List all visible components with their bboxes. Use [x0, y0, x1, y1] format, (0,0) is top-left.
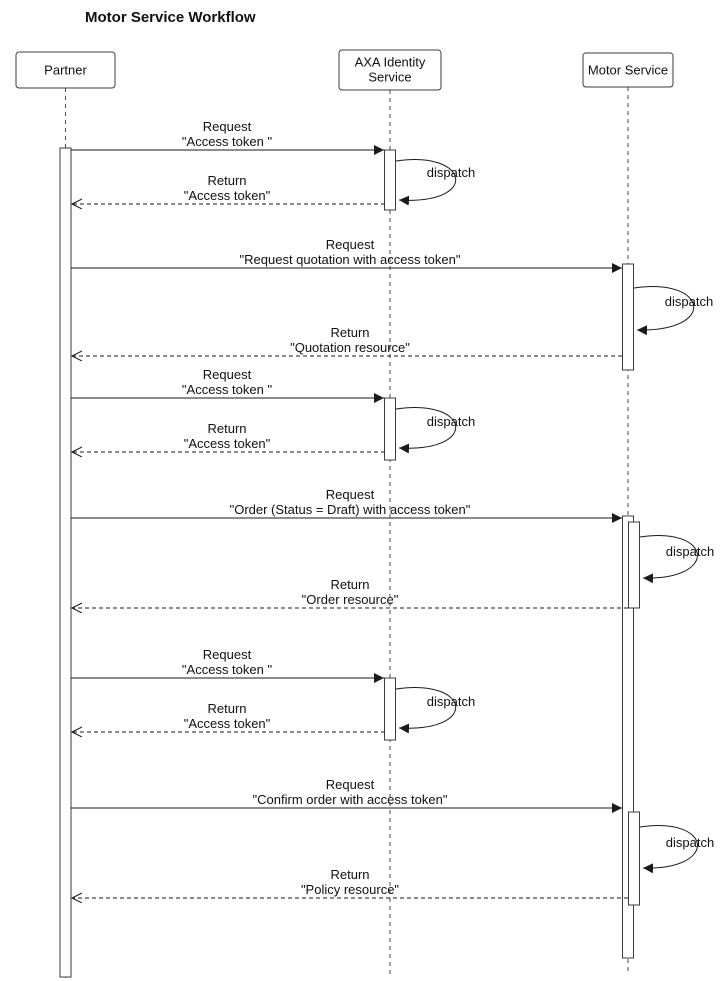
partner-activation: [59, 147, 72, 978]
message-return-policy: Return "Policy resource": [72, 867, 628, 898]
message-label-line1: Return: [330, 867, 369, 882]
self-call-dispatch-3: dispatch: [395, 407, 475, 454]
diagram-title: Motor Service Workflow: [85, 9, 256, 26]
message-request-confirm: Request "Confirm order with access token…: [71, 777, 622, 813]
message-label-line2: "Policy resource": [301, 882, 399, 897]
participant-label-line2: Service: [368, 70, 411, 85]
message-label-line2: "Access token ": [182, 382, 273, 397]
participant-label: Motor Service: [588, 63, 668, 78]
self-call-label: dispatch: [427, 414, 475, 429]
message-return-quotation: Return "Quotation resource": [72, 325, 622, 356]
motor-activation-2-nested: [628, 521, 640, 609]
message-label-line2: "Confirm order with access token": [253, 792, 448, 807]
self-call-dispatch-2: dispatch: [633, 286, 713, 336]
message-request-order: Request "Order (Status = Draft) with acc…: [71, 487, 622, 523]
self-call-label: dispatch: [666, 544, 714, 559]
self-call-label: dispatch: [427, 165, 475, 180]
message-label-line2: "Quotation resource": [290, 340, 410, 355]
message-request-quotation: Request "Request quotation with access t…: [71, 237, 622, 273]
message-request-token-2: Request "Access token ": [71, 367, 384, 403]
message-return-token-1: Return "Access token": [72, 173, 385, 204]
motor-activation-2: [622, 515, 634, 959]
message-label-line2: "Order resource": [302, 592, 399, 607]
self-call-arrow: [639, 825, 698, 874]
message-label-line1: Request: [326, 777, 375, 792]
self-call-label: dispatch: [427, 694, 475, 709]
message-request-token-3: Request "Access token ": [71, 647, 384, 683]
self-call-dispatch-1: dispatch: [395, 159, 475, 206]
self-call-dispatch-6: dispatch: [639, 825, 714, 874]
message-label-line1: Request: [203, 367, 252, 382]
message-return-order: Return "Order resource": [72, 577, 628, 608]
message-request-token-1: Request "Access token ": [71, 119, 384, 155]
message-label-line2: "Access token": [184, 436, 271, 451]
motor-activation-3-nested: [628, 811, 640, 906]
participant-axa-identity-service: AXA Identity Service: [338, 49, 442, 91]
message-label-line1: Return: [330, 577, 369, 592]
message-label-line2: "Request quotation with access token": [240, 252, 461, 267]
self-call-label: dispatch: [666, 835, 714, 850]
self-call-arrow: [395, 159, 457, 206]
participant-motor-service: Motor Service: [582, 52, 674, 88]
participant-box: [338, 49, 442, 91]
self-call-arrow: [633, 286, 695, 336]
participant-box: [15, 51, 116, 89]
message-label-line1: Request: [203, 647, 252, 662]
message-label-line1: Return: [207, 701, 246, 716]
message-label-line2: "Access token ": [182, 662, 273, 677]
self-call-label: dispatch: [665, 294, 713, 309]
identity-activation-1: [384, 149, 396, 211]
message-label-line1: Return: [207, 421, 246, 436]
message-label-line2: "Access token": [184, 188, 271, 203]
message-label-line2: "Access token ": [182, 134, 273, 149]
message-label-line2: "Access token": [184, 716, 271, 731]
participant-label-line1: AXA Identity: [355, 55, 426, 70]
message-label-line2: "Order (Status = Draft) with access toke…: [230, 502, 471, 517]
participant-label: Partner: [44, 63, 87, 78]
self-call-dispatch-5: dispatch: [395, 687, 475, 734]
motor-activation-1: [622, 263, 634, 371]
participant-box: [582, 52, 674, 88]
message-label-line1: Return: [330, 325, 369, 340]
self-call-arrow: [395, 407, 457, 454]
self-call-dispatch-4: dispatch: [639, 535, 714, 584]
participant-partner: Partner: [15, 51, 116, 89]
message-label-line1: Request: [203, 119, 252, 134]
identity-activation-3: [384, 677, 396, 741]
self-call-arrow: [395, 687, 457, 734]
message-return-token-3: Return "Access token": [72, 701, 385, 732]
message-label-line1: Request: [326, 237, 375, 252]
identity-activation-2: [384, 397, 396, 461]
message-label-line1: Request: [326, 487, 375, 502]
message-return-token-2: Return "Access token": [72, 421, 385, 452]
self-call-arrow: [639, 535, 698, 584]
message-label-line1: Return: [207, 173, 246, 188]
